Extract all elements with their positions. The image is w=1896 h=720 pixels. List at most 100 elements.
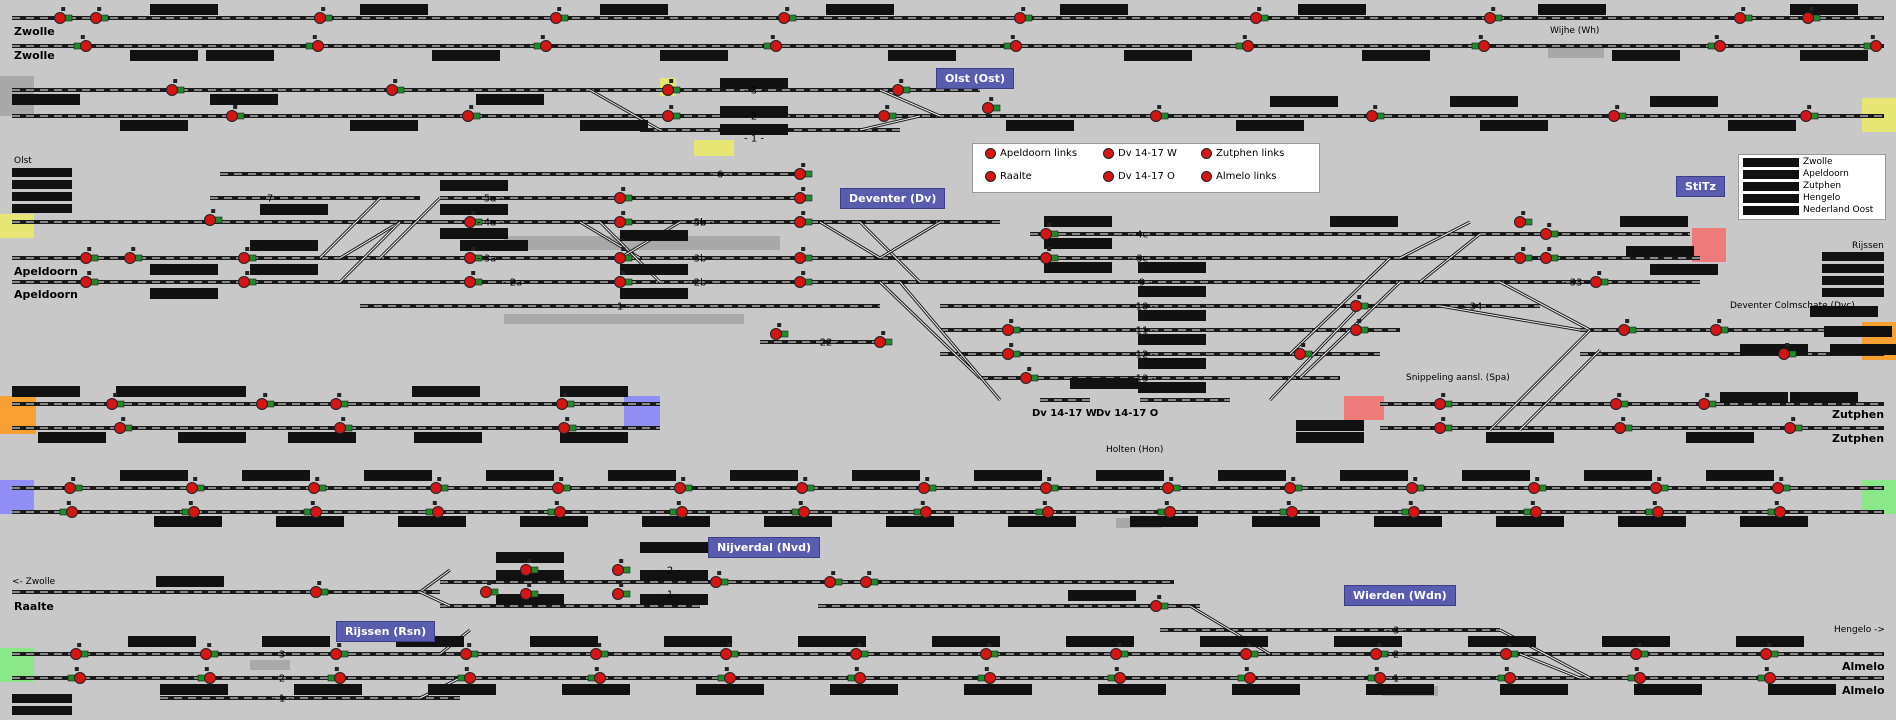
signal-icon[interactable] [308,477,327,494]
occupancy-block[interactable] [1740,344,1808,355]
signal-icon[interactable] [1630,643,1649,660]
occupancy-block[interactable] [852,470,920,481]
signal-icon[interactable] [330,393,349,410]
signal-icon[interactable] [1698,393,1717,410]
signal-icon[interactable] [1350,295,1369,312]
occupancy-block[interactable] [1218,470,1286,481]
occupancy-block[interactable] [460,240,528,251]
occupancy-block[interactable] [1066,636,1134,647]
signal-icon[interactable] [1500,643,1519,660]
occupancy-block[interactable] [620,264,688,275]
occupancy-block[interactable] [1366,684,1434,695]
occupancy-block[interactable] [664,636,732,647]
occupancy-block[interactable] [640,594,708,605]
occupancy-block[interactable] [1720,392,1788,403]
signal-icon[interactable] [1366,105,1385,122]
signal-icon[interactable] [1784,417,1803,434]
occupancy-block[interactable] [826,4,894,15]
occupancy-block[interactable] [150,264,218,275]
occupancy-block[interactable] [250,264,318,275]
signal-icon[interactable] [1150,105,1169,122]
signal-icon[interactable] [850,643,869,660]
occupancy-block[interactable] [1296,432,1364,443]
signal-icon[interactable] [200,643,219,660]
occupancy-block[interactable] [156,576,224,587]
signal-icon[interactable] [1401,501,1420,518]
signal-icon[interactable] [303,501,322,518]
occupancy-block[interactable] [932,636,1000,647]
signal-icon[interactable] [1627,667,1646,684]
occupancy-block[interactable] [608,470,676,481]
occupancy-block[interactable] [888,50,956,61]
signal-icon[interactable] [614,187,633,204]
signal-icon[interactable] [556,393,575,410]
signal-icon[interactable] [327,667,346,684]
signal-icon[interactable] [770,323,789,340]
signal-icon[interactable] [977,667,996,684]
occupancy-block[interactable] [116,386,184,397]
signal-icon[interactable] [796,477,815,494]
signal-icon[interactable] [462,105,481,122]
signal-icon[interactable] [590,643,609,660]
occupancy-block[interactable] [1070,378,1138,389]
signal-icon[interactable] [256,393,275,410]
signal-icon[interactable] [464,211,483,228]
signal-icon[interactable] [334,417,353,434]
occupancy-block[interactable] [520,516,588,527]
occupancy-block[interactable] [1650,264,1718,275]
signal-icon[interactable] [106,393,125,410]
signal-icon[interactable] [1590,271,1609,288]
signal-icon[interactable] [720,643,739,660]
signal-icon[interactable] [464,247,483,264]
signal-icon[interactable] [1434,417,1453,434]
signal-icon[interactable] [794,247,813,264]
occupancy-block[interactable] [1468,636,1536,647]
signal-icon[interactable] [794,211,813,228]
signal-icon[interactable] [794,187,813,204]
occupancy-block[interactable] [120,120,188,131]
occupancy-block[interactable] [1626,246,1694,257]
occupancy-block[interactable] [1686,432,1754,443]
panel-row-nederland-oost[interactable]: Nederland Oost [1743,205,1873,215]
signal-icon[interactable] [181,501,200,518]
occupancy-block[interactable] [1362,50,1430,61]
occupancy-block[interactable] [1728,120,1796,131]
occupancy-block[interactable] [440,204,508,215]
signal-icon[interactable] [1707,35,1726,52]
occupancy-block[interactable] [1060,4,1128,15]
signal-icon[interactable] [847,667,866,684]
occupancy-block[interactable] [1830,344,1896,355]
occupancy-block[interactable] [294,684,362,695]
signal-icon[interactable] [874,331,893,348]
occupancy-block[interactable] [620,230,688,241]
signal-icon[interactable] [614,247,633,264]
occupancy-block[interactable] [1602,636,1670,647]
occupancy-block[interactable] [398,516,466,527]
occupancy-block[interactable] [1330,216,1398,227]
legend-item-zutphen-links[interactable]: Zutphen links [1201,148,1284,159]
signal-icon[interactable] [1540,247,1559,264]
signal-icon[interactable] [1528,477,1547,494]
signal-icon[interactable] [717,667,736,684]
signal-icon[interactable] [1523,501,1542,518]
occupancy-block[interactable] [1500,684,1568,695]
occupancy-block[interactable] [178,386,246,397]
signal-icon[interactable] [386,79,405,96]
legend-item-dv-o[interactable]: Dv 14-17 O [1103,171,1175,182]
occupancy-block[interactable] [476,94,544,105]
occupancy-block[interactable] [974,470,1042,481]
signal-icon[interactable] [614,271,633,288]
signal-icon[interactable] [114,417,133,434]
signal-icon[interactable] [457,667,476,684]
occupancy-block[interactable] [1790,392,1858,403]
occupancy-block[interactable] [560,386,628,397]
signal-icon[interactable] [238,271,257,288]
signal-icon[interactable] [1284,477,1303,494]
signal-icon[interactable] [1003,35,1022,52]
signal-icon[interactable] [794,271,813,288]
signal-icon[interactable] [710,571,729,588]
occupancy-block[interactable] [428,684,496,695]
signal-icon[interactable] [547,501,566,518]
signal-icon[interactable] [614,211,633,228]
signal-icon[interactable] [124,247,143,264]
